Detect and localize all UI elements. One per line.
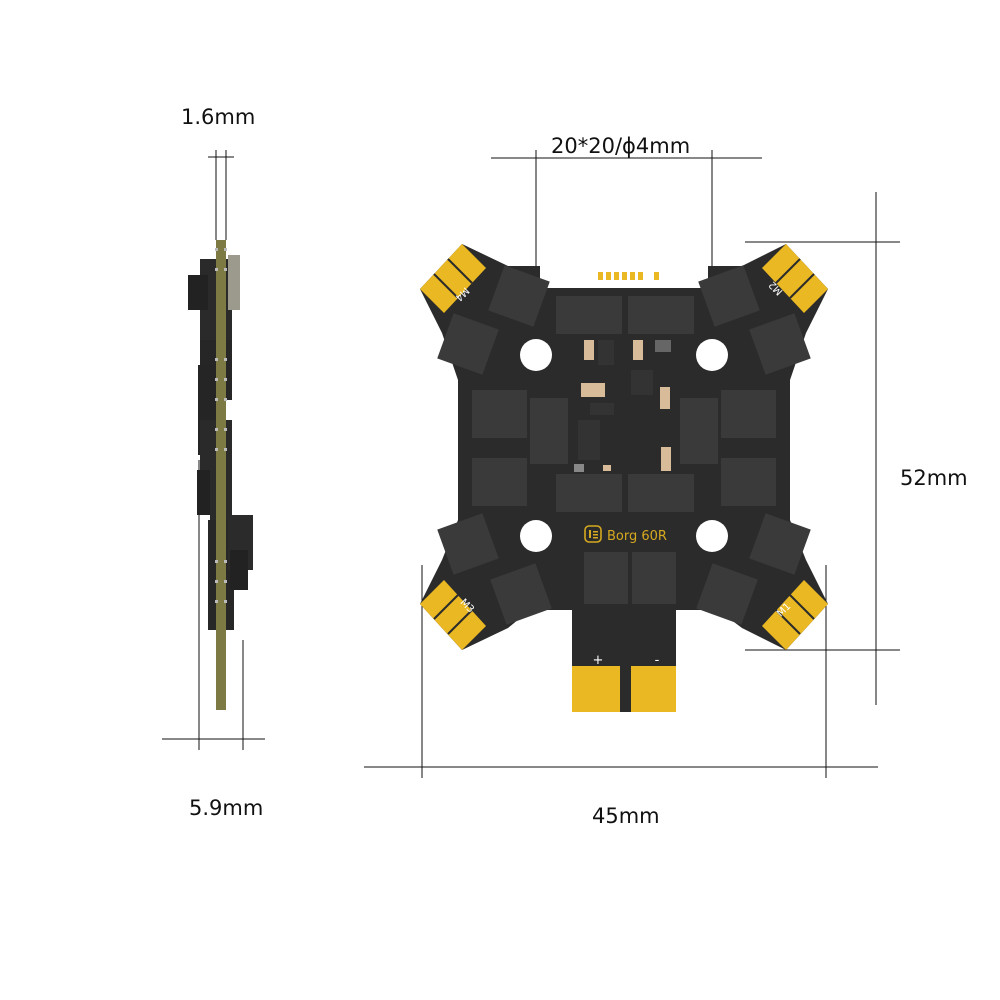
pcb-edge bbox=[216, 240, 226, 710]
top-view-board bbox=[420, 244, 828, 712]
side-thickness-label: 1.6mm bbox=[181, 105, 256, 129]
side-height-label: 5.9mm bbox=[189, 796, 264, 820]
board-height-label: 52mm bbox=[900, 466, 968, 490]
small-components bbox=[574, 340, 671, 472]
brand-logo-icon bbox=[584, 525, 602, 543]
power-minus-label: - bbox=[655, 653, 660, 668]
board-width-label: 45mm bbox=[592, 804, 660, 828]
mounting-holes bbox=[520, 339, 728, 552]
mosfets bbox=[437, 265, 811, 625]
power-pad-minus bbox=[631, 666, 676, 712]
brand-name: Borg 60R bbox=[607, 529, 667, 544]
power-pad-plus bbox=[572, 666, 620, 712]
power-plus-label: + bbox=[593, 653, 604, 668]
motor-pads bbox=[420, 244, 828, 650]
side-view-board bbox=[188, 240, 253, 710]
mount-pattern-label: 20*20/ϕ4mm bbox=[551, 134, 691, 158]
header-pins bbox=[598, 272, 659, 280]
